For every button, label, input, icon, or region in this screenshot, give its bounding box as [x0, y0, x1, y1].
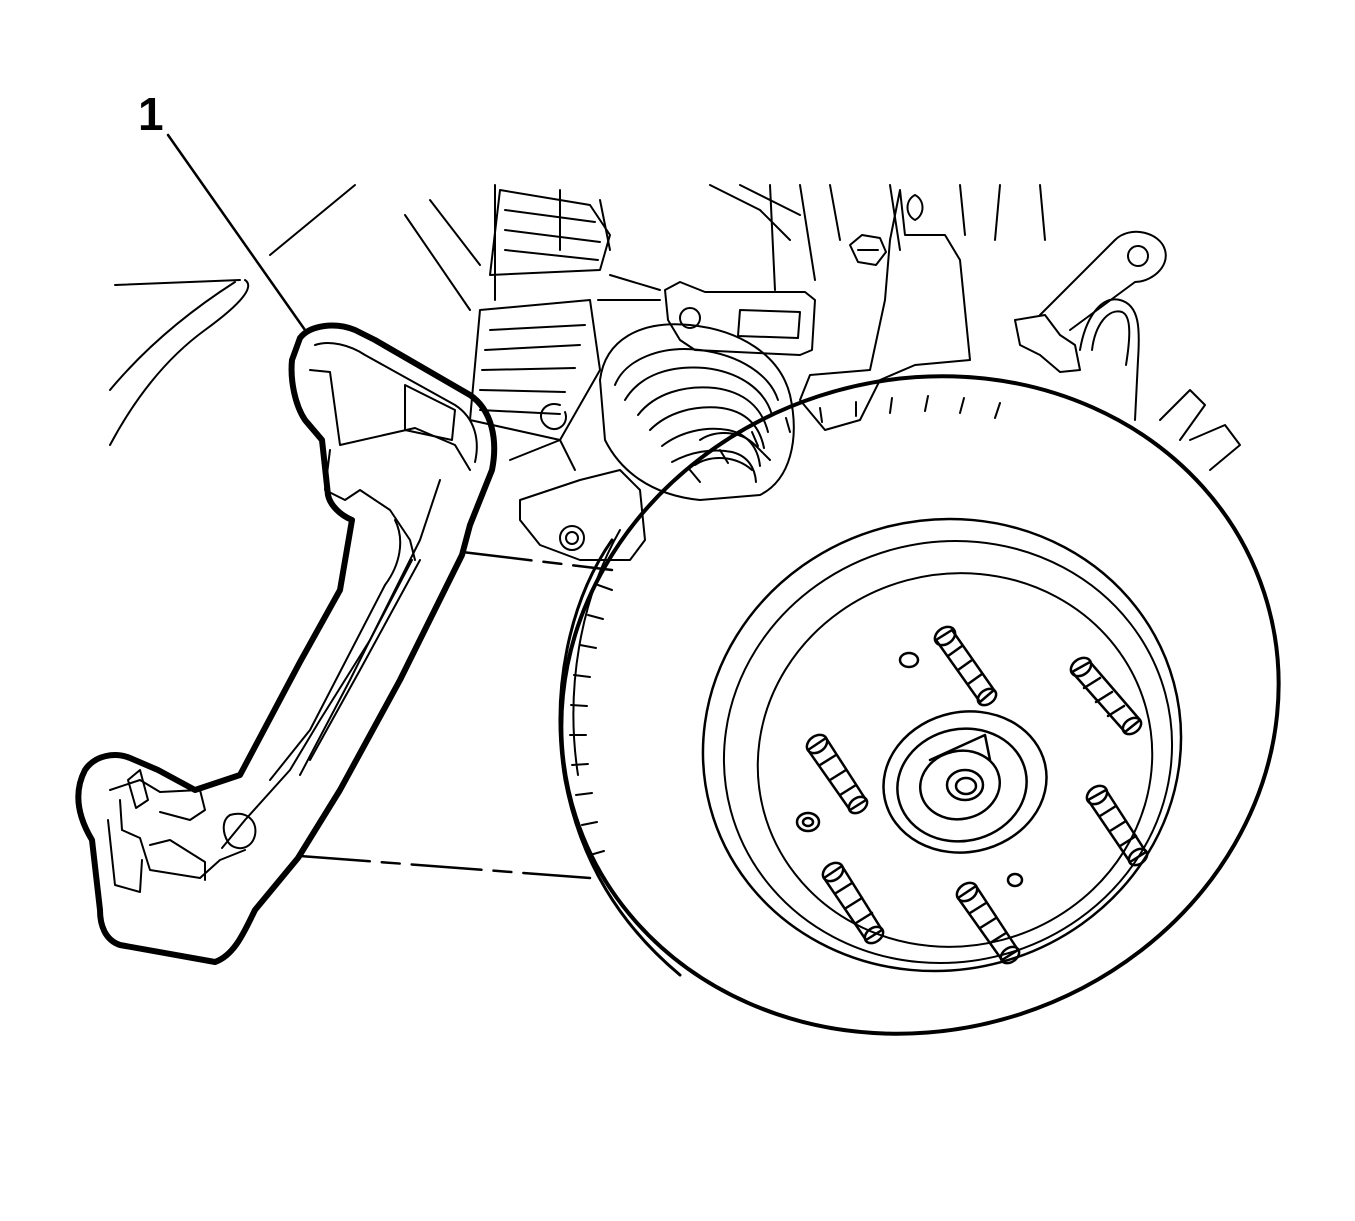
suspension-background: [109, 184, 1241, 561]
wheel-stud: [805, 733, 869, 815]
wheel-stud: [1069, 656, 1143, 736]
wheel-hub: [795, 651, 1048, 888]
wheel-stud: [933, 625, 998, 707]
wheel-stud: [955, 881, 1021, 965]
wheel-stud: [1085, 784, 1149, 867]
callout-label-1: 1: [138, 88, 164, 140]
caliper-bracket: [75, 322, 498, 965]
callout-1: 1: [138, 88, 307, 332]
drive-axle-boot: [599, 323, 795, 501]
alignment-lines: [298, 550, 614, 880]
brake-rotor: [558, 374, 1281, 1036]
wheel-studs: [805, 625, 1149, 965]
wheel-stud: [821, 861, 885, 945]
callout-leader-line: [166, 133, 307, 332]
